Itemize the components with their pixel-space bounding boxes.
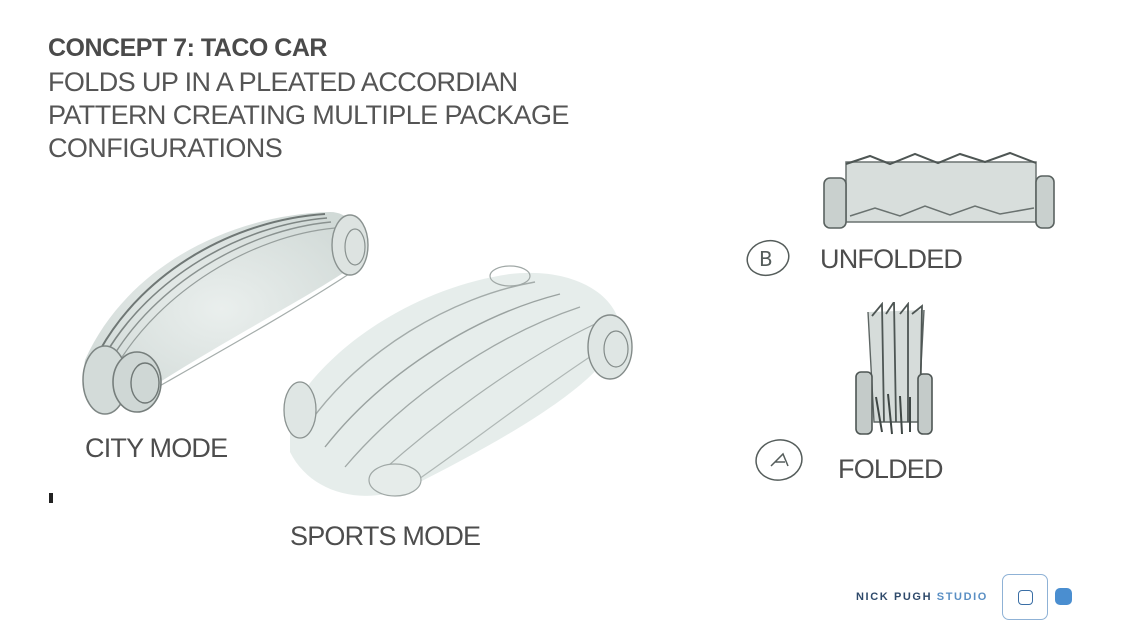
marker-a-circle <box>755 439 803 481</box>
description-line: PATTERN CREATING MULTIPLE PACKAGE <box>48 100 569 130</box>
logo-square-icon <box>1002 574 1048 620</box>
unfolded-sketch <box>823 151 1055 229</box>
folded-sketch <box>855 302 933 435</box>
logo-dot-icon <box>1055 588 1072 605</box>
folded-label: FOLDED <box>838 454 944 484</box>
logo-studio: STUDIO <box>936 591 988 603</box>
description-line: FOLDS UP IN A PLEATED ACCORDIAN <box>48 67 518 97</box>
logo-name: NICK PUGH <box>856 591 933 603</box>
marker-b-letter: B <box>759 247 773 271</box>
sports-mode-sketch <box>283 265 633 497</box>
description-line: CONFIGURATIONS <box>48 133 283 163</box>
city-mode-label: CITY MODE <box>85 433 228 463</box>
slide-title: CONCEPT 7: TACO CAR <box>48 34 327 62</box>
unfolded-label: UNFOLDED <box>820 244 963 274</box>
sports-mode-label: SPORTS MODE <box>290 521 481 551</box>
logo-inner-square-icon <box>1018 590 1033 605</box>
marker-b-circle: B <box>746 239 790 277</box>
studio-logo: NICK PUGH STUDIO <box>856 572 1086 622</box>
city-mode-sketch <box>82 212 369 415</box>
bullet-mark <box>49 493 53 503</box>
logo-text: NICK PUGH STUDIO <box>856 591 988 603</box>
slide-description: FOLDS UP IN A PLEATED ACCORDIAN PATTERN … <box>48 66 608 165</box>
